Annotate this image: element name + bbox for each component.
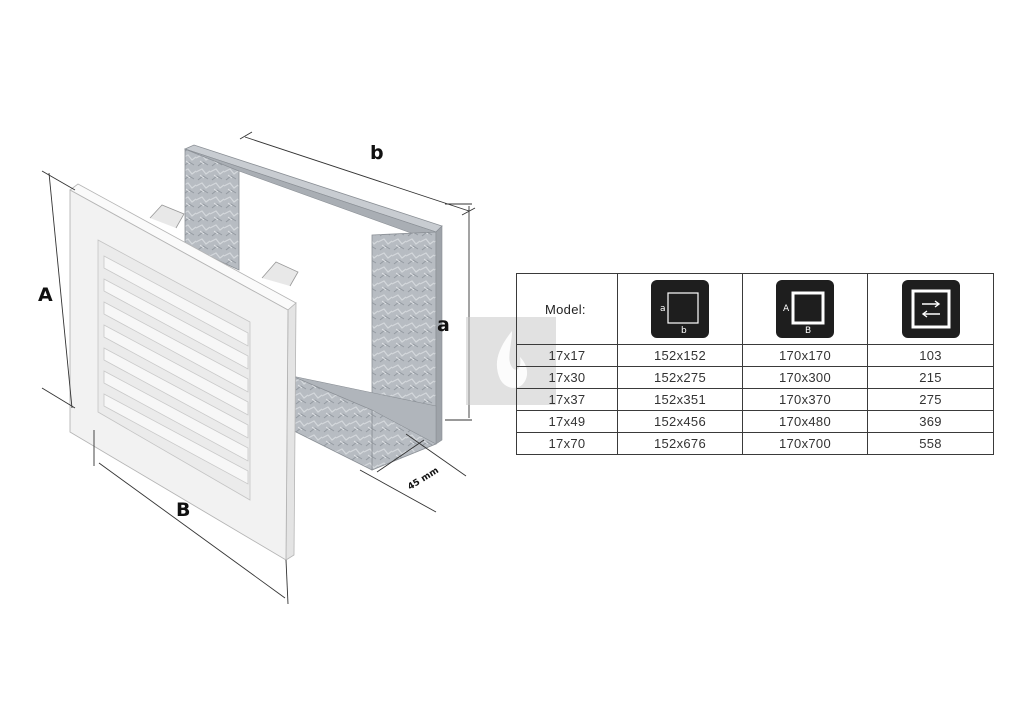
cell-inner: 152x351 [617,388,743,411]
cell-outer: 170x170 [742,344,868,367]
model-header: Model: [516,273,618,345]
dim-label-B: B [176,499,190,521]
outer-dim-header: A B [742,273,868,345]
svg-text:B: B [805,326,811,336]
outer-dimensions-icon: A B [776,280,834,338]
table-row: 17x30 152x275 170x300 215 [516,366,994,389]
table-row: 17x70 152x676 170x700 558 [516,432,994,455]
table-header-row: Model: a b A B [516,273,994,345]
cell-model: 17x49 [516,410,618,433]
cell-flow: 558 [867,432,994,455]
cell-outer: 170x370 [742,388,868,411]
cell-outer: 170x300 [742,366,868,389]
spec-table: Model: a b A B [516,273,994,455]
cell-model: 17x17 [516,344,618,367]
dim-label-b: b [370,142,384,164]
svg-text:b: b [681,326,687,336]
inner-dim-header: a b [617,273,743,345]
mounting-frame [149,144,443,471]
table-row: 17x49 152x456 170x480 369 [516,410,994,433]
cell-flow: 215 [867,366,994,389]
dim-label-A: A [38,284,53,306]
airflow-header [867,273,994,345]
cell-inner: 152x456 [617,410,743,433]
cell-model: 17x37 [516,388,618,411]
svg-text:a: a [660,304,666,314]
svg-text:A: A [783,304,790,314]
cell-model: 17x70 [516,432,618,455]
cell-inner: 152x275 [617,366,743,389]
cell-model: 17x30 [516,366,618,389]
cell-inner: 152x152 [617,344,743,367]
cell-flow: 103 [867,344,994,367]
table-row: 17x37 152x351 170x370 275 [516,388,994,411]
grille-louvers [103,255,249,485]
front-grille [69,183,297,561]
cell-flow: 275 [867,388,994,411]
cell-outer: 170x480 [742,410,868,433]
cell-inner: 152x676 [617,432,743,455]
cell-outer: 170x700 [742,432,868,455]
table-row: 17x17 152x152 170x170 103 [516,344,994,367]
cell-flow: 369 [867,410,994,433]
inner-dimensions-icon: a b [651,280,709,338]
airflow-arrows-icon [901,280,960,338]
dim-label-a: a [437,314,450,336]
dim-label-depth: 45 mm [406,466,440,493]
